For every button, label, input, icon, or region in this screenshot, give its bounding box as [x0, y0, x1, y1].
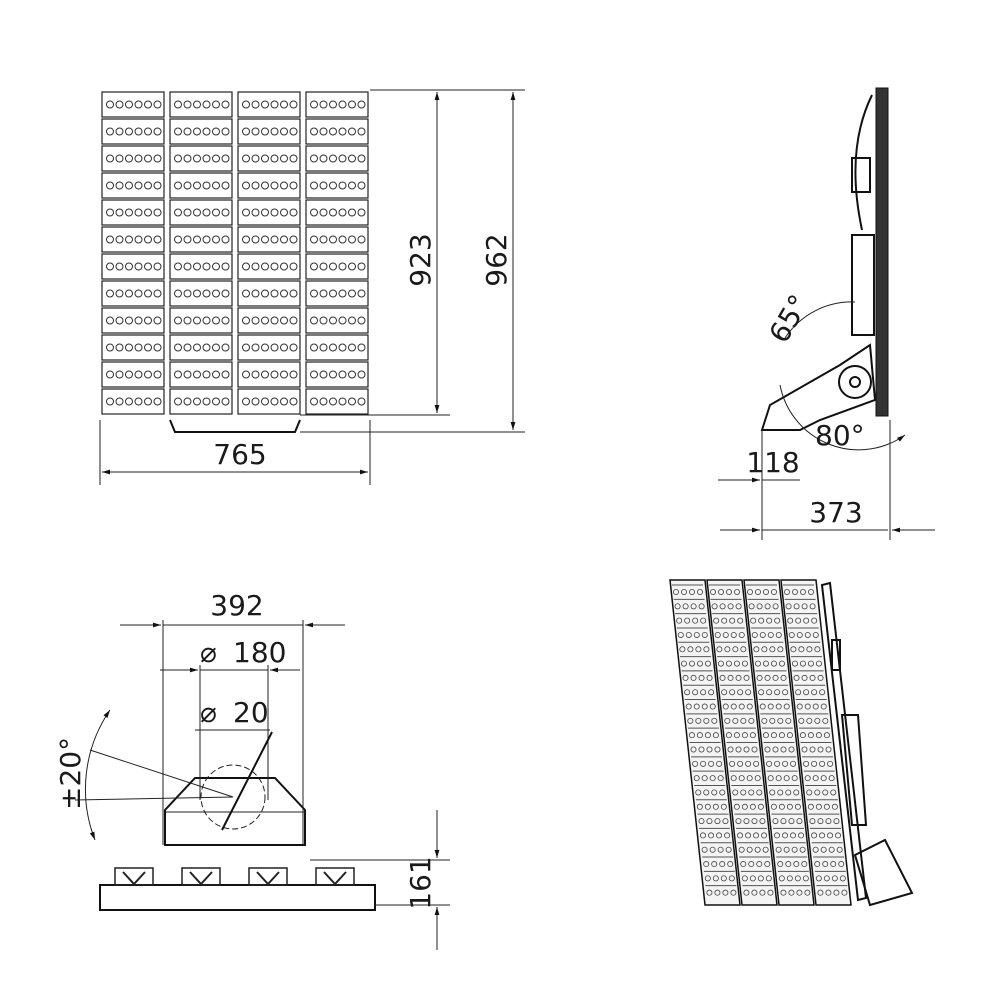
led-module: [169, 361, 233, 388]
front-height-inner-label: 923: [404, 233, 437, 286]
bottom-hole-spacing-label: 180: [233, 636, 286, 669]
module-heatsink: [248, 867, 288, 886]
led-module: [101, 172, 165, 199]
led-module: [101, 334, 165, 361]
led-module: [237, 334, 301, 361]
diameter-symbol: ⌀: [200, 636, 217, 669]
led-module: [101, 307, 165, 334]
led-module: [169, 145, 233, 172]
led-module: [101, 145, 165, 172]
front-height-total-label: 962: [480, 233, 513, 286]
led-module: [101, 388, 165, 415]
side-angle-up-label: 65°: [762, 289, 815, 348]
bottom-tilt-label: ±20°: [54, 737, 87, 810]
led-module: [169, 199, 233, 226]
led-module: [237, 226, 301, 253]
module-heatsink: [114, 867, 154, 886]
led-module: [169, 91, 233, 118]
led-module: [169, 172, 233, 199]
module-heatsink: [181, 867, 221, 886]
side-angle-down-label: 80°: [815, 419, 865, 452]
led-module: [101, 253, 165, 280]
led-module: [169, 307, 233, 334]
front-dimension-lines: [99, 89, 525, 485]
led-module: [237, 118, 301, 145]
led-module: [237, 388, 301, 415]
module-heatsink: [315, 867, 355, 886]
led-module: [101, 118, 165, 145]
led-module: [237, 91, 301, 118]
led-module: [237, 199, 301, 226]
side-offset-label: 118: [746, 446, 799, 479]
bottom-view: [74, 620, 450, 950]
isometric-view: [669, 579, 914, 907]
led-module: [305, 253, 369, 280]
led-module: [169, 253, 233, 280]
led-module: [169, 226, 233, 253]
led-module: [169, 388, 233, 415]
side-depth-label: 373: [809, 496, 862, 529]
led-module: [169, 334, 233, 361]
led-module: [305, 172, 369, 199]
led-module: [305, 334, 369, 361]
led-module: [169, 280, 233, 307]
led-module: [305, 280, 369, 307]
led-module: [305, 388, 369, 415]
led-module: [305, 91, 369, 118]
led-module: [101, 280, 165, 307]
led-module: [305, 199, 369, 226]
led-module: [305, 307, 369, 334]
led-module: [305, 118, 369, 145]
led-module: [237, 361, 301, 388]
led-module: [237, 145, 301, 172]
front-view-bracket: [169, 419, 301, 433]
led-module: [237, 307, 301, 334]
side-view: [718, 87, 935, 540]
bottom-bracket-width-label: 392: [210, 589, 263, 622]
led-module: [305, 145, 369, 172]
front-view-led-panel: [101, 91, 369, 415]
bottom-height-label: 161: [404, 856, 437, 909]
bottom-hole-diameter-label: 20: [233, 696, 269, 729]
led-module: [237, 253, 301, 280]
diameter-symbol: ⌀: [200, 696, 217, 729]
led-module: [305, 226, 369, 253]
led-module: [101, 226, 165, 253]
led-module: [305, 361, 369, 388]
led-module: [169, 118, 233, 145]
led-module: [101, 361, 165, 388]
front-width-label: 765: [213, 438, 266, 471]
led-module: [237, 280, 301, 307]
led-module: [237, 172, 301, 199]
led-module: [101, 199, 165, 226]
led-module: [101, 91, 165, 118]
